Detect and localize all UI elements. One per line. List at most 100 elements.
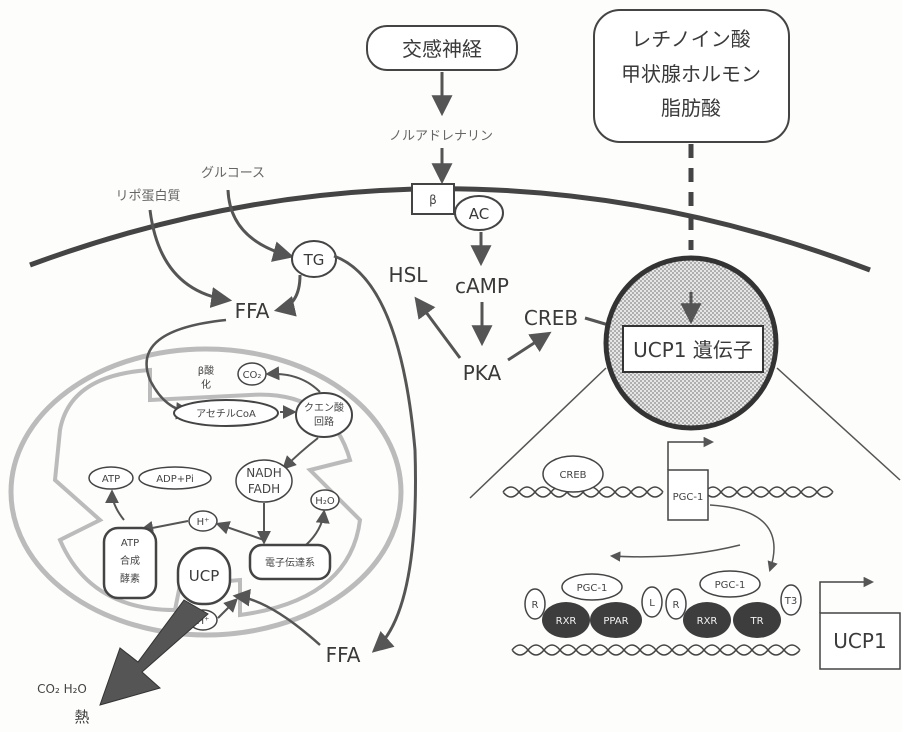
sympathetic-nerve-box [366, 25, 518, 71]
h-plus-top [188, 510, 218, 532]
acetyl-coa-node [173, 399, 279, 427]
heat-arrow [99, 599, 209, 706]
arrow-pgc1-to-left-complex [609, 544, 741, 562]
pgc1-coactivator-b [699, 570, 761, 598]
creb-label: CREB [524, 306, 578, 330]
arrow-tg-to-ffa [273, 274, 302, 317]
fadh-label: FADH [248, 482, 280, 496]
tg-label: TG [303, 251, 325, 269]
adp-label: ADP+Pi [156, 474, 194, 485]
arrow-tg-to-ffa-bottom [333, 254, 417, 653]
adp-node [138, 466, 212, 490]
arrow-etc-pump-h [215, 521, 265, 541]
ppar-label: PPAR [603, 616, 628, 627]
camp-label: cAMP [455, 274, 509, 298]
beta-label: β [429, 193, 437, 207]
glucose-label: グルコース [201, 166, 265, 181]
arrow-adp-to-atp [105, 489, 125, 521]
zoom-line-right [776, 367, 901, 481]
etc-box [248, 543, 332, 581]
ucp1-dna-box [819, 612, 901, 670]
l-label: L [649, 598, 655, 609]
arrow-h-through-ucp [217, 598, 238, 619]
rxr-node-2 [683, 602, 731, 638]
atp-synthase-label-3: 酵素 [120, 572, 140, 585]
ac-label: AC [469, 205, 489, 223]
atp-synthase-label-1: ATP [121, 538, 139, 549]
arrow-etc-to-h2o [305, 509, 330, 546]
r-node-1 [524, 588, 546, 620]
atp-synthase-box [102, 526, 158, 600]
tr-label: TR [749, 616, 763, 627]
acetyl-coa-label: アセチルCoA [196, 408, 256, 420]
tr-node [733, 602, 781, 638]
ligand-retinoic-acid: レチノイン酸 [631, 27, 750, 51]
arrow-pgc1-to-complexes [709, 504, 778, 572]
etc-label: 電子伝達系 [265, 557, 315, 569]
arrow-tca-to-co2 [265, 366, 321, 393]
co2-h2o-label: CO₂ H₂O [37, 682, 87, 696]
t3-node [780, 584, 802, 616]
tca-label-1: クエン酸 [304, 401, 344, 414]
arrow-h-to-atpsynth [139, 520, 189, 535]
pgc1-gene-box [667, 469, 709, 521]
atp-node [88, 466, 134, 490]
ucp-label: UCP [189, 567, 220, 585]
arrow-pka-to-creb [507, 331, 552, 362]
rxr-node-1 [542, 602, 590, 638]
h-plus-top-label: H⁺ [197, 517, 210, 528]
creb-dna-node [542, 455, 604, 493]
r-label-1: R [532, 600, 539, 611]
ucp1-gene-label: UCP1 遺伝子 [633, 338, 753, 362]
co2-label: CO₂ [243, 370, 262, 381]
arrow-ffa-to-ucp [232, 588, 321, 646]
pka-label: PKA [463, 361, 502, 385]
atp-synthase-label-2: 合成 [120, 554, 140, 567]
t3-label: T3 [784, 596, 797, 607]
arrow-pka-to-hsl [414, 296, 462, 359]
atp-label: ATP [102, 474, 120, 485]
ac-enzyme [454, 195, 504, 231]
r-node-2 [665, 588, 687, 620]
ffa-top-label: FFA [235, 299, 270, 323]
ucp1-gene-box [622, 325, 764, 373]
tg-node [291, 240, 337, 278]
rxr-label-1: RXR [556, 616, 577, 627]
arrow-ffa-into-mito [145, 318, 227, 420]
ppar-node [590, 602, 642, 638]
beta-receptor [411, 183, 455, 215]
pgc1-gene-label: PGC-1 [673, 492, 704, 503]
dna-helix-top [502, 486, 834, 498]
h2o-label: H₂O [315, 496, 335, 507]
beta-ox-label-2: 化 [201, 378, 211, 391]
sympathetic-nerve-label: 交感神経 [402, 37, 482, 61]
ffa-bottom-label: FFA [326, 643, 361, 667]
nadh-label: NADH [246, 466, 281, 480]
ucp1-tss-arrow [819, 576, 875, 613]
arrow-tca-to-nadh [282, 437, 319, 470]
mitochondrion-outer [8, 346, 404, 638]
pgc1-coactivator-b-label: PGC-1 [715, 580, 746, 591]
pgc1-coactivator-a [561, 573, 623, 601]
rxr-label-2: RXR [697, 616, 718, 627]
lipoprotein-label: リポ蛋白質 [115, 188, 180, 204]
beta-ox-label-1: β酸 [198, 364, 214, 377]
noradrenaline-label: ノルアドレナリン [389, 129, 493, 144]
ligand-thyroid-hormone: 甲状腺ホルモン [621, 62, 761, 86]
nadh-node [235, 459, 293, 503]
ucp1-dna-label: UCP1 [833, 629, 886, 653]
r-label-2: R [673, 600, 680, 611]
pgc1-coactivator-a-label: PGC-1 [577, 583, 608, 594]
arrow-glucose-to-tg [226, 189, 295, 262]
tca-node [295, 392, 353, 438]
hsl-label: HSL [389, 263, 429, 287]
creb-dna-label: CREB [559, 470, 586, 481]
heat-label: 熱 [74, 708, 89, 726]
ucp-node [176, 546, 232, 606]
h-plus-bottom-label: H⁺ [197, 616, 210, 627]
zoom-line-left [469, 367, 607, 499]
tca-label-2: 回路 [314, 415, 334, 428]
dna-helix-bottom [511, 644, 801, 656]
arrow-lipo-to-ffa [148, 209, 233, 308]
